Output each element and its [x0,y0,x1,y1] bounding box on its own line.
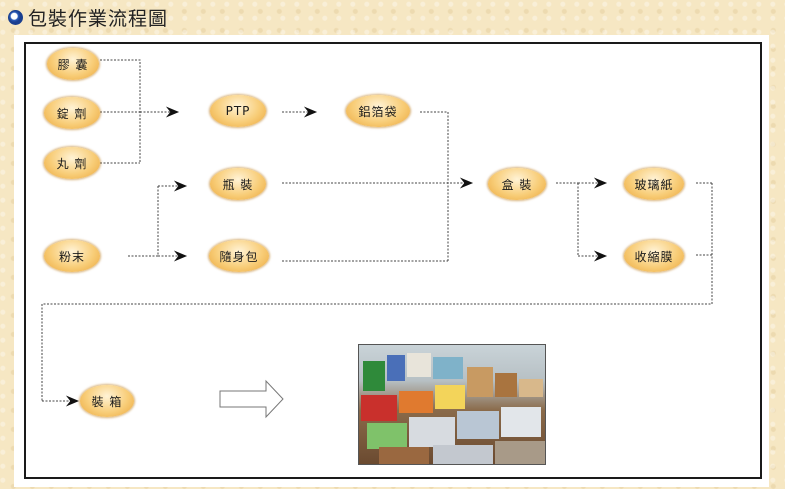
product-photo [358,344,546,465]
node-bottle: 瓶 裝 [210,168,266,200]
node-box: 盒 裝 [488,168,546,200]
node-cellophane: 玻璃紙 [624,168,684,200]
node-ptp: PTP [210,95,266,127]
circle-bullet-icon [8,9,23,25]
node-capsule: 膠 囊 [47,48,99,80]
connector-foil-box [420,111,449,261]
title-bar: 包裝作業流程圖 [8,4,168,30]
page-title: 包裝作業流程圖 [28,7,169,30]
node-sachet: 隨身包 [209,240,269,272]
node-powder: 粉末 [44,240,100,272]
hollow-right-arrow-icon [219,379,284,419]
node-foil-bag: 鋁箔袋 [346,95,410,127]
node-tablet: 錠 劑 [44,97,100,129]
node-pill: 丸 劑 [44,147,100,179]
node-shrink-film: 收縮膜 [624,240,684,272]
node-carton: 裝 箱 [80,385,134,417]
connector-capsule [100,59,141,163]
connector-loop-back [41,183,713,401]
